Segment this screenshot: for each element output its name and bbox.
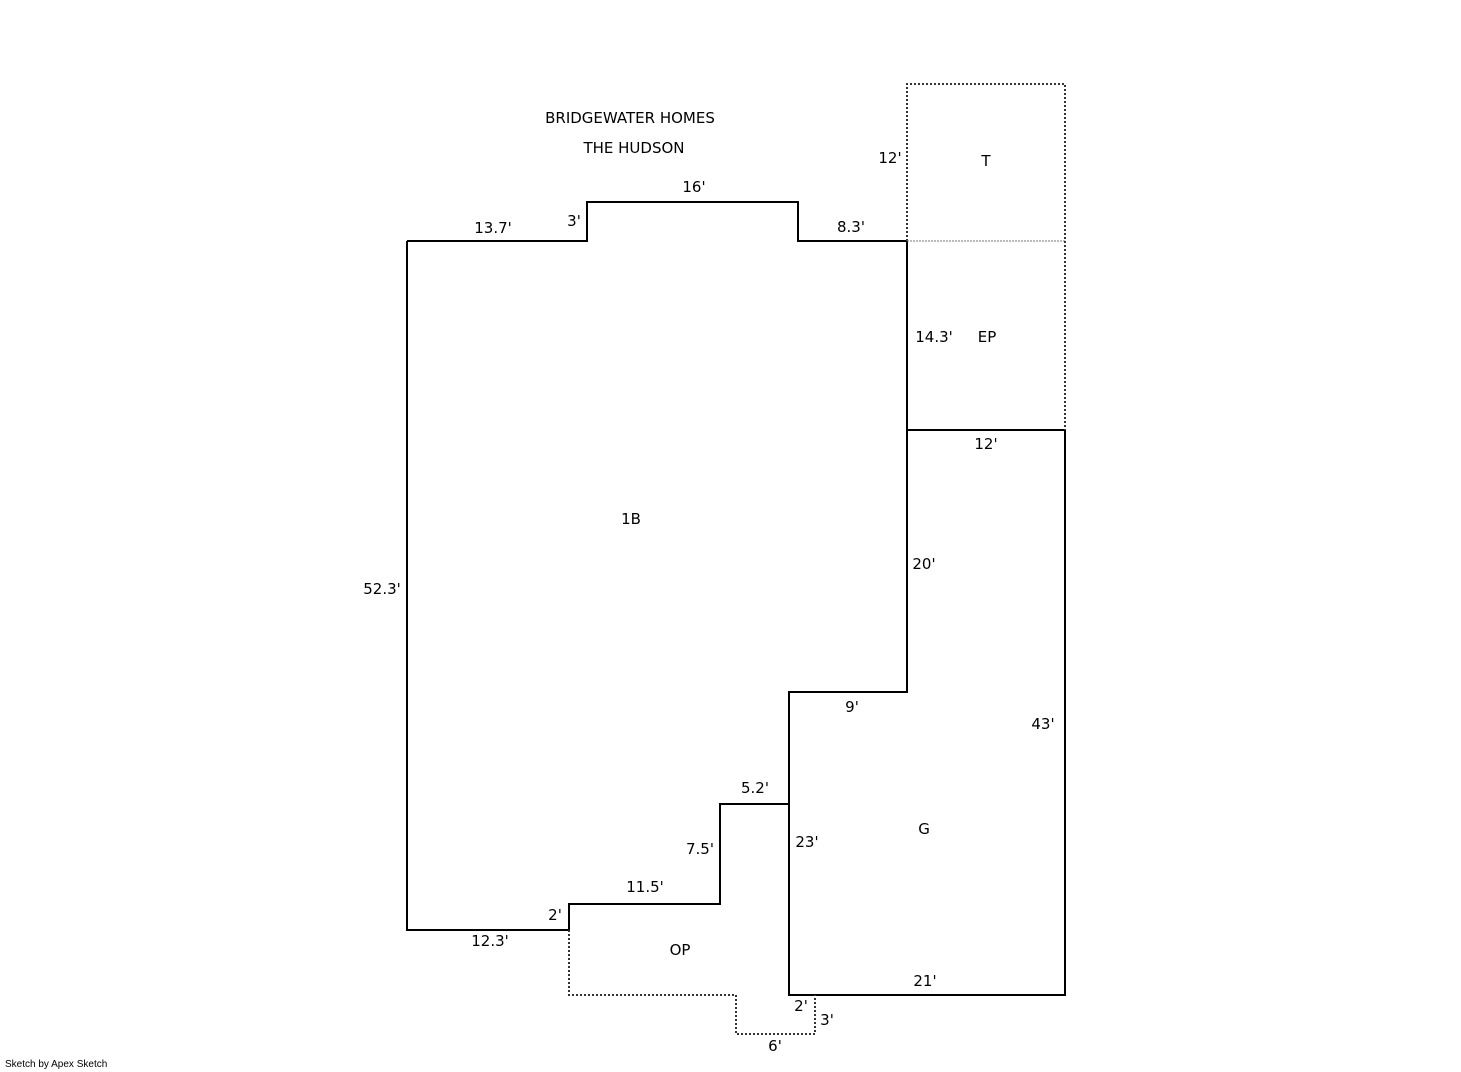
- title-line1: BRIDGEWATER HOMES: [545, 109, 715, 127]
- dim-label: 2': [794, 997, 808, 1015]
- dim-label: 20': [912, 555, 935, 573]
- dim-label: 21': [913, 972, 936, 990]
- dim-label: 23': [795, 833, 818, 851]
- dim-label: 13.7': [474, 219, 512, 237]
- credit-text: Sketch by Apex Sketch: [5, 1059, 108, 1070]
- dim-label: 3': [567, 212, 581, 230]
- dim-label: 12': [974, 435, 997, 453]
- dim-label: 3': [820, 1011, 834, 1029]
- dim-label: 16': [682, 178, 705, 196]
- main-house-outline: [406, 201, 908, 931]
- dim-label: 8.3': [837, 218, 865, 236]
- dim-label: 43': [1031, 715, 1054, 733]
- dim-label: 2': [548, 906, 562, 924]
- area-label-op: OP: [670, 941, 691, 959]
- title-line2: THE HUDSON: [582, 139, 684, 157]
- dim-label: 5.2': [741, 779, 769, 797]
- dim-label: 52.3': [363, 580, 401, 598]
- area-label-ep: EP: [978, 328, 997, 346]
- dim-label: 12': [878, 149, 901, 167]
- open-porch-outline: [568, 930, 816, 1035]
- dim-label: 14.3': [915, 328, 953, 346]
- dim-label: 11.5': [626, 878, 664, 896]
- dim-label: 6': [768, 1037, 782, 1055]
- area-label-1b: 1B: [621, 510, 641, 528]
- area-label-t: T: [980, 152, 991, 170]
- dim-label: 7.5': [686, 840, 714, 858]
- dim-label: 12.3': [471, 932, 509, 950]
- dim-label: 9': [845, 698, 859, 716]
- terrace-outline: [906, 83, 1066, 241]
- area-label-garage: G: [918, 820, 930, 838]
- garage-outline: [788, 429, 1066, 996]
